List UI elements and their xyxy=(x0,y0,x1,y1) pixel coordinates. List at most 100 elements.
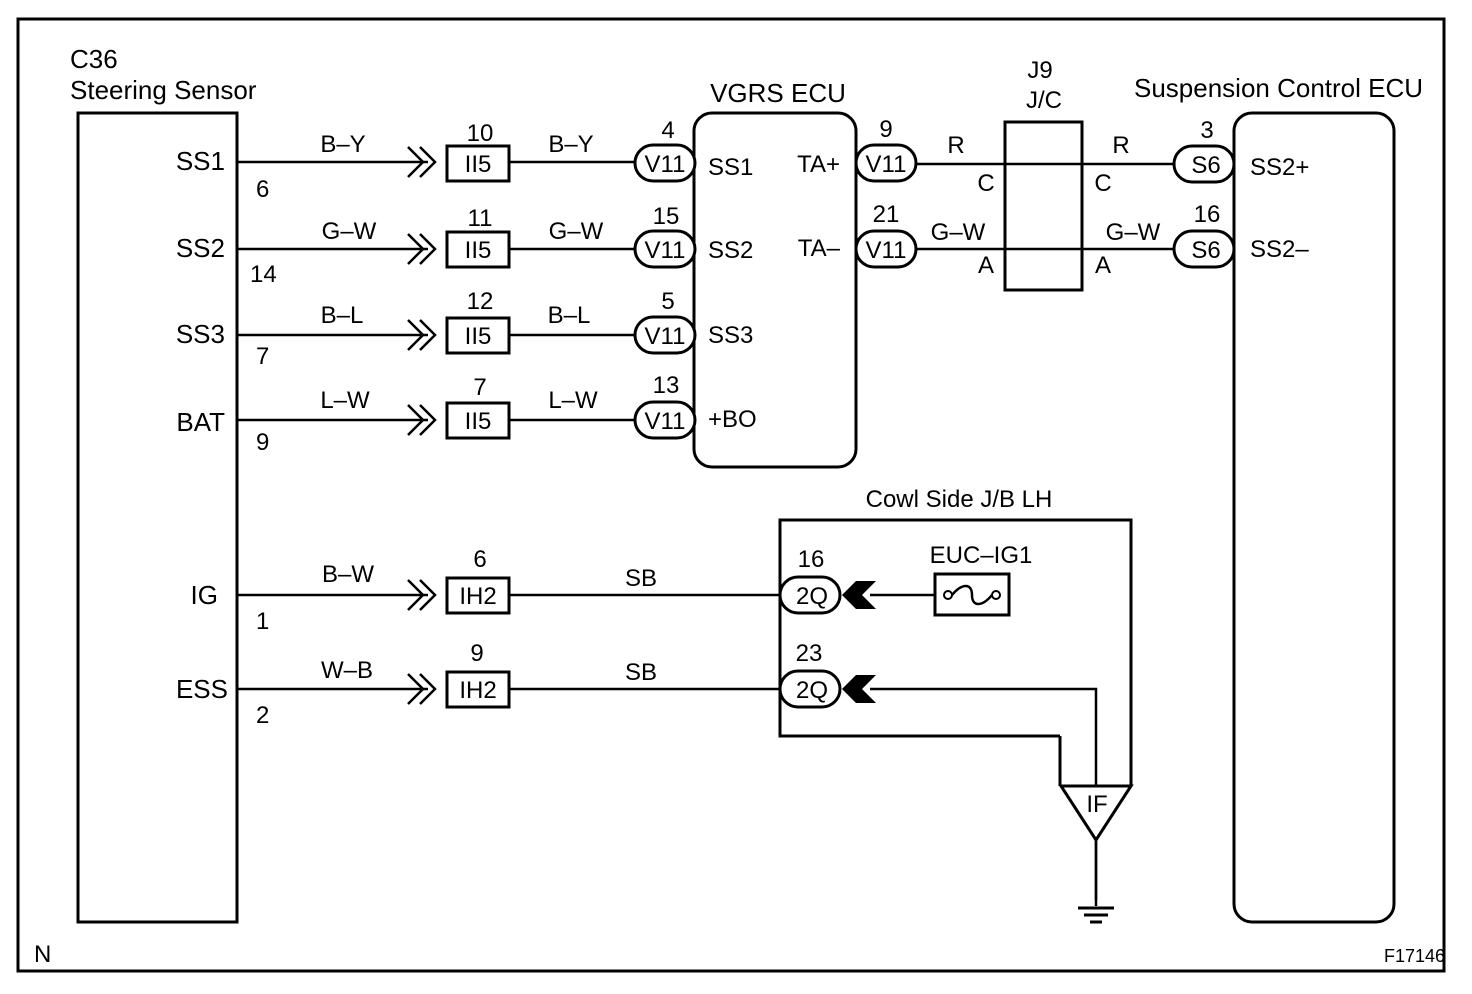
junction-body xyxy=(1003,120,1084,292)
vgrs-pin-15: 15 xyxy=(653,203,680,230)
vgrs-terminal-ss1: SS1 xyxy=(708,154,753,181)
cowl-side-jb: Cowl Side J/B LH 2Q 2Q 16 23 EUC–IG1 IF xyxy=(778,486,1134,924)
junction-pin-a-left: A xyxy=(978,252,994,279)
steering-sensor-name: Steering Sensor xyxy=(70,75,257,105)
connector-pin-6: 6 xyxy=(473,546,486,573)
wire-color-ss3: B–L xyxy=(321,302,364,329)
connector-label-ii5-7: II5 xyxy=(465,408,492,435)
suspension-terminal-ss2-plus: SS2+ xyxy=(1250,154,1309,181)
wire-color-ta-plus: R xyxy=(947,132,964,159)
connector-pill-s6-16 xyxy=(1172,229,1236,269)
vgrs-connector-v11-f: V11 xyxy=(866,237,907,264)
steering-sensor-body xyxy=(76,111,239,924)
fuse-terminal-left xyxy=(943,590,953,600)
wire-color-ss2: G–W xyxy=(322,218,377,245)
chevron-ess xyxy=(407,673,437,705)
connector-pill-v11-13 xyxy=(633,400,697,440)
suspension-ecu-name: Suspension Control ECU xyxy=(1134,73,1423,103)
cowl-connector-2q-a: 2Q xyxy=(796,583,828,610)
pin-label-ss2: SS2 xyxy=(176,233,225,263)
vgrs-pin-13: 13 xyxy=(653,372,680,399)
vgrs-connector-v11-d: V11 xyxy=(645,408,686,435)
connector-box-ih2-9 xyxy=(445,670,511,709)
connector-box-ii5-12 xyxy=(445,316,511,355)
junction-pin-c-right: C xyxy=(1094,170,1111,197)
connector-box-ii5-10 xyxy=(445,144,511,183)
vgrs-connector-v11-b: V11 xyxy=(645,237,686,264)
fuse-label: EUC–IG1 xyxy=(930,542,1033,569)
connector-label-ih2-9: IH2 xyxy=(459,677,496,704)
vgrs-ecu-name: VGRS ECU xyxy=(710,78,846,108)
wire-color-ta-minus: G–W xyxy=(931,219,986,246)
terminal-chevron-2q-23 xyxy=(842,675,876,703)
connector-box-ii5-11 xyxy=(445,230,511,269)
pin-number-1: 1 xyxy=(256,608,269,635)
suspension-ecu-body xyxy=(1232,111,1396,924)
wire-color-ess: W–B xyxy=(321,657,373,684)
chevron-bat xyxy=(407,404,437,436)
wire-color-bat: L–W xyxy=(320,387,370,414)
vgrs-terminal-ta-plus: TA+ xyxy=(797,151,840,178)
vgrs-pin-21: 21 xyxy=(873,201,900,228)
steering-sensor-code: C36 xyxy=(70,44,118,74)
connector-pill-2q-16 xyxy=(778,575,842,615)
wire-color-ss2-plus: R xyxy=(1112,132,1129,159)
vgrs-connector-v11-a: V11 xyxy=(645,151,686,178)
vgrs-terminal-ss3: SS3 xyxy=(708,322,753,349)
terminal-chevron-2q-16 xyxy=(842,581,876,609)
junction-name: J/C xyxy=(1026,87,1062,114)
diagram-frame xyxy=(16,17,1446,973)
connector-label-ih2-6: IH2 xyxy=(459,583,496,610)
connector-pin-7: 7 xyxy=(473,374,486,401)
junction-pin-a-right: A xyxy=(1095,252,1111,279)
pin-label-ss1: SS1 xyxy=(176,146,225,176)
connector-pill-v11-4 xyxy=(633,143,697,183)
pin-number-14: 14 xyxy=(250,261,277,288)
suspension-control-ecu: Suspension Control ECU S6 S6 3 16 SS2+ S… xyxy=(1134,73,1423,924)
connector-box-ii5-7 xyxy=(445,401,511,440)
vgrs-connector-v11-e: V11 xyxy=(866,151,907,178)
vgrs-ecu: VGRS ECU V11 V11 V11 V11 4 15 5 13 SS1 S… xyxy=(633,78,918,469)
pin-label-bat: BAT xyxy=(176,407,225,437)
cowl-pin-16: 16 xyxy=(798,546,825,573)
vgrs-terminal-bo: +BO xyxy=(708,406,757,433)
pin-number-2: 2 xyxy=(256,702,269,729)
vgrs-pin-4: 4 xyxy=(661,117,674,144)
cowl-jb-name: Cowl Side J/B LH xyxy=(866,486,1053,513)
connector-pill-2q-23 xyxy=(778,669,842,709)
vgrs-connector-v11-c: V11 xyxy=(645,323,686,350)
pin-number-7: 7 xyxy=(256,343,269,370)
junction-code: J9 xyxy=(1027,57,1052,84)
connector-label-ii5-12: II5 xyxy=(465,323,492,350)
wire-color-ess-out: SB xyxy=(625,659,657,686)
connector-pill-s6-3 xyxy=(1172,144,1236,184)
fuse-terminal-right xyxy=(991,590,1001,600)
pin-label-ss3: SS3 xyxy=(176,319,225,349)
connector-label-ii5-11: II5 xyxy=(465,237,492,264)
vgrs-ecu-body xyxy=(692,111,858,469)
wire-color-ss1: B–Y xyxy=(320,131,365,158)
suspension-connector-s6-b: S6 xyxy=(1191,237,1220,264)
wire-color-ss1-out: B–Y xyxy=(548,131,593,158)
suspension-pin-3: 3 xyxy=(1200,117,1213,144)
suspension-terminal-ss2-minus: SS2– xyxy=(1250,236,1309,263)
wire-color-bat-out: L–W xyxy=(548,387,598,414)
connector-pin-9: 9 xyxy=(470,640,483,667)
chevron-ss2 xyxy=(407,233,437,265)
vgrs-terminal-ta-minus: TA– xyxy=(798,235,841,262)
connector-pin-12: 12 xyxy=(467,288,494,315)
ground-point-label: IF xyxy=(1086,791,1107,818)
cowl-jb-outline xyxy=(778,518,1133,786)
vgrs-terminal-ss2: SS2 xyxy=(708,237,753,264)
steering-sensor: C36 Steering Sensor SS1 SS2 SS3 BAT IG E… xyxy=(70,44,277,924)
chevron-ig xyxy=(407,579,437,611)
wire-color-ss3-out: B–L xyxy=(548,302,591,329)
cowl-pin-23: 23 xyxy=(796,640,823,667)
ta-wiring: R G–W R G–W xyxy=(916,132,1174,251)
pin-number-9: 9 xyxy=(256,429,269,456)
corner-label: N xyxy=(34,941,51,968)
chevron-ss1 xyxy=(407,146,437,178)
pin-label-ess: ESS xyxy=(176,674,228,704)
wire-color-ig: B–W xyxy=(322,561,374,588)
